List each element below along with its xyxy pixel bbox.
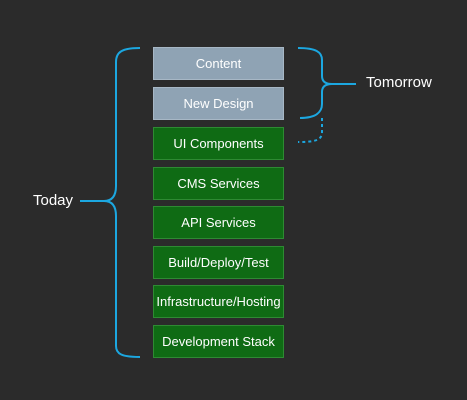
layer-api-services: API Services [153, 206, 284, 239]
tomorrow-bracket-dashed [297, 118, 323, 143]
layer-cms-services: CMS Services [153, 167, 284, 200]
layer-new-design: New Design [153, 87, 284, 120]
layer-content: Content [153, 47, 284, 80]
layer-development-stack: Development Stack [153, 325, 284, 358]
layer-ui-components: UI Components [153, 127, 284, 160]
layer-build-deploy-test: Build/Deploy/Test [153, 246, 284, 279]
today-label: Today [33, 192, 74, 209]
today-bracket [103, 47, 141, 358]
layer-infrastructure-hosting: Infrastructure/Hosting [153, 285, 284, 318]
tomorrow-label: Tomorrow [366, 74, 432, 91]
tomorrow-bracket [297, 47, 333, 119]
